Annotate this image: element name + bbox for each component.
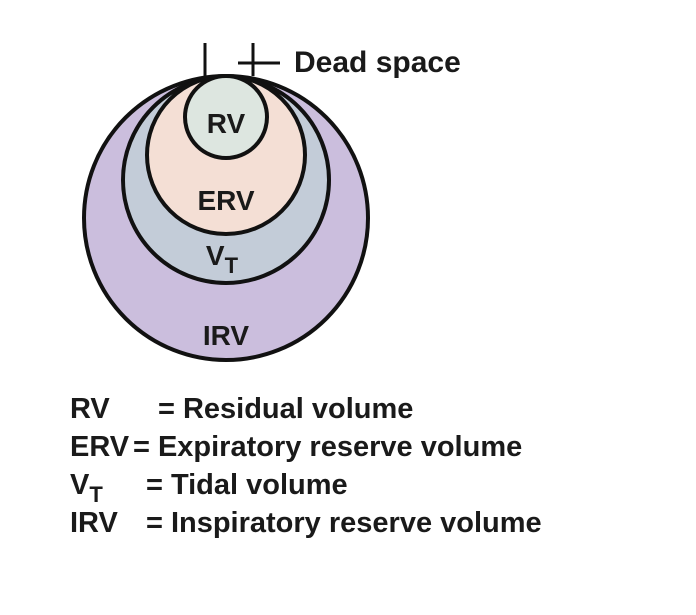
vt-circle-label-subscript: T	[225, 253, 239, 278]
rv-circle	[183, 74, 269, 160]
legend-separator: =	[133, 431, 150, 463]
legend-separator: =	[146, 469, 163, 501]
legend-definition: Expiratory reserve volume	[157, 431, 523, 463]
legend-separator: =	[146, 507, 163, 539]
legend-separator: =	[158, 393, 175, 425]
dead-space-label: Dead space	[294, 46, 461, 79]
legend-definition: Residual volume	[182, 393, 414, 425]
legend-row-rv: RV = Residual volume	[70, 390, 670, 428]
erv-circle-label: ERV	[197, 185, 254, 216]
legend-abbr-main: V	[70, 469, 90, 501]
legend-definition: Tidal volume	[170, 469, 348, 501]
vt-circle-label: VT	[206, 240, 239, 278]
legend-abbr-subscript: T	[89, 482, 103, 507]
legend-abbr: IRV	[70, 507, 118, 539]
rv-circle-label: RV	[207, 108, 246, 139]
legend-abbr: RV	[70, 393, 110, 425]
legend-row-erv: ERV = Expiratory reserve volume	[70, 428, 670, 466]
legend-row-vt: VT = Tidal volume	[70, 466, 670, 507]
vt-circle-label-main: V	[206, 240, 225, 271]
legend-row-irv: IRV = Inspiratory reserve volume	[70, 504, 670, 542]
legend-abbr: ERV	[70, 431, 130, 463]
legend-definition: Inspiratory reserve volume	[170, 507, 542, 539]
irv-circle-label: IRV	[203, 320, 249, 351]
legend-abbr: VT	[70, 466, 146, 507]
legend: RV = Residual volume ERV = Expiratory re…	[70, 390, 670, 542]
dead-space-marker	[203, 43, 280, 78]
